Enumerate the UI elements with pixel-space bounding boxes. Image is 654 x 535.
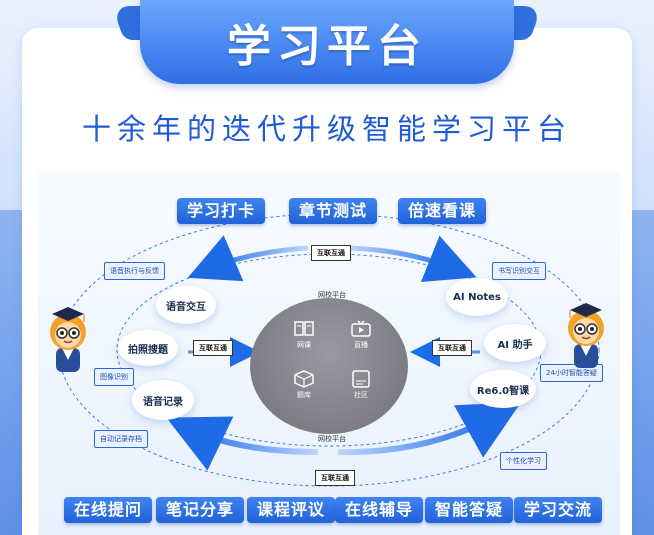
bottom-left-arrow [166, 416, 319, 471]
tag-online-tutor[interactable]: 在线辅导 [335, 497, 424, 523]
platform-label-bottom: 网校平台 [318, 435, 346, 443]
platform-label-top: 网校平台 [318, 291, 346, 299]
bubble-ai-notes[interactable]: AI Notes [446, 278, 508, 316]
page-title: 学习平台 [227, 21, 427, 72]
app-icon [352, 370, 370, 388]
mascot-right [568, 303, 604, 368]
note-auto-record: 自动记录存档 [94, 430, 148, 448]
note-handwriting: 书写识别交互 [492, 262, 546, 280]
box-icon [294, 370, 314, 388]
core-item-question-bank[interactable]: 题库 [287, 370, 321, 400]
note-image-recog: 图像识别 [94, 368, 134, 386]
note-voice-exec: 语音执行与反馈 [104, 262, 165, 280]
bubble-voice-interaction[interactable]: 语音交互 [156, 286, 216, 324]
tag-chapter-test[interactable]: 章节测试 [289, 198, 378, 224]
link-badge-bottom: 互联互通 [315, 470, 355, 486]
tag-online-question[interactable]: 在线提问 [64, 497, 153, 523]
core-item-label: 社区 [354, 391, 368, 399]
page-subtitle: 十余年的迭代升级智能学习平台 [81, 112, 572, 146]
core-item-online-course[interactable]: 网课 [287, 320, 321, 350]
core-item-community[interactable]: 社区 [344, 370, 378, 400]
core-item-label: 直播 [354, 341, 368, 349]
tag-note-share[interactable]: 笔记分享 [156, 497, 245, 523]
top-right-arrow [347, 235, 477, 283]
link-badge-left: 互联互通 [193, 340, 233, 356]
tag-speed-watch[interactable]: 倍速看课 [398, 198, 487, 224]
tv-icon [351, 320, 371, 337]
book-icon [294, 321, 314, 336]
core-platform-circle [250, 298, 408, 434]
link-badge-right: 互联互通 [432, 340, 472, 356]
tag-study-checkin[interactable]: 学习打卡 [177, 198, 266, 224]
tag-smart-answer[interactable]: 智能答疑 [425, 497, 514, 523]
tag-study-exchange[interactable]: 学习交流 [514, 497, 603, 523]
bubble-voice-record[interactable]: 语音记录 [132, 380, 194, 420]
core-item-label: 网课 [297, 341, 311, 349]
top-left-arrow [187, 235, 309, 282]
core-item-live[interactable]: 直播 [344, 320, 378, 350]
note-smart-tutor: 24小时智能答疑 [540, 364, 603, 382]
link-badge-top: 互联互通 [311, 245, 351, 261]
title-banner: 学习平台 [140, 0, 514, 84]
bubble-ai-assistant[interactable]: AI 助手 [484, 324, 546, 362]
note-personal-learning: 个性化学习 [500, 452, 547, 470]
bottom-right-arrow [337, 402, 521, 458]
tag-course-review[interactable]: 课程评议 [247, 497, 336, 523]
bubble-photo-search[interactable]: 拍照搜题 [118, 330, 178, 366]
core-item-label: 题库 [297, 391, 311, 399]
mascot-left [50, 307, 86, 372]
bubble-re-smart-course[interactable]: Re6.0智课 [470, 370, 536, 408]
